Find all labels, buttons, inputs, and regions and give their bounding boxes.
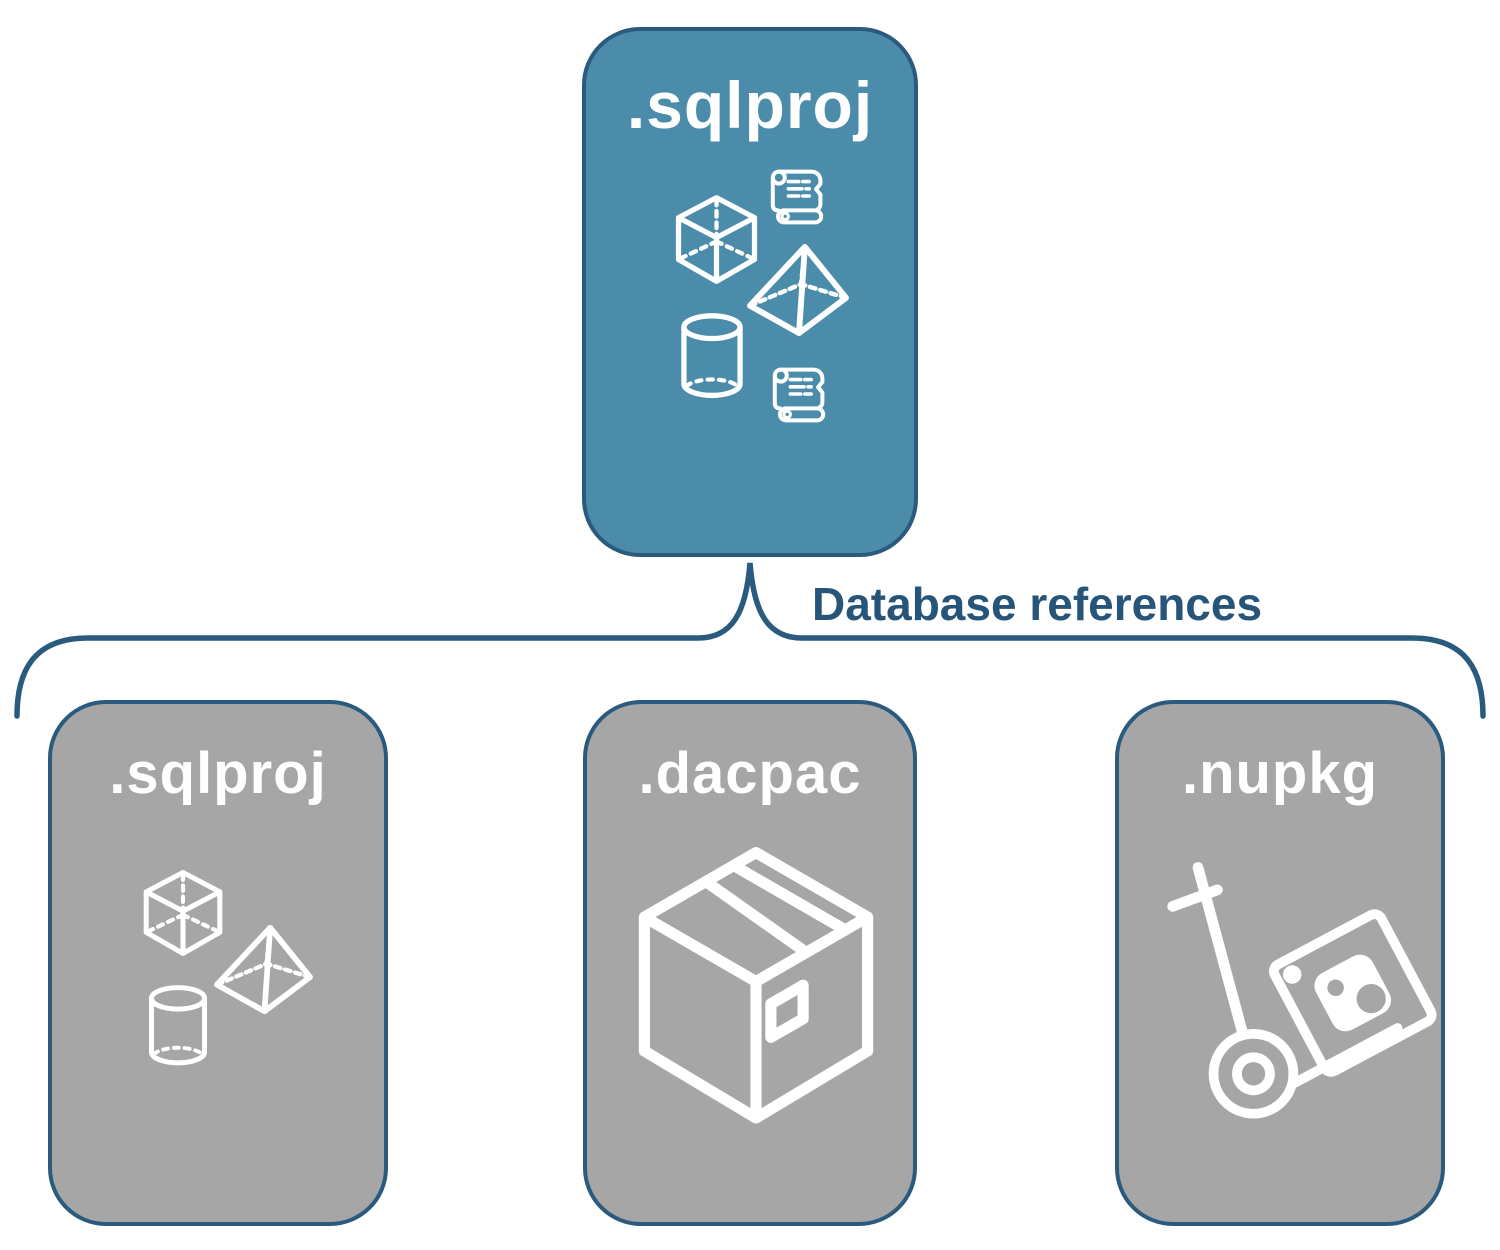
connector-label: Database references [812,578,1263,630]
card-ref-label: .dacpac [638,741,862,806]
card-root-sqlproj: .sqlproj [582,27,918,557]
cylinder-icon [142,984,214,1070]
pyramid-icon [744,241,852,339]
card-ref-label: .sqlproj [109,741,327,806]
card-ref-dacpac: .dacpac [583,700,917,1226]
hand-truck-icon [1167,862,1437,1119]
card-ref-sqlproj: .sqlproj [48,700,388,1226]
pyramid-icon [211,922,316,1017]
card-ref-nupkg: .nupkg [1115,700,1445,1226]
scroll-icon [764,362,836,434]
card-root-label: .sqlproj [626,68,874,142]
package-box-icon [632,840,880,1133]
nuget-package-icon [1269,909,1437,1077]
scroll-icon [762,164,834,236]
brace-connector [14,562,1486,719]
cylinder-icon [674,312,750,403]
card-ref-label: .nupkg [1181,741,1379,806]
